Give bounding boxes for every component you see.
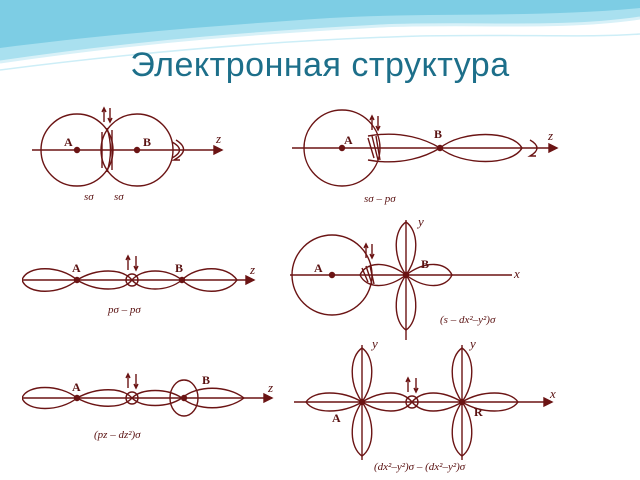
atom-label-a: A — [344, 133, 353, 147]
z-axis-arrowhead — [213, 144, 224, 156]
diagram-d-d-sigma — [294, 345, 554, 460]
s-orbital-a — [303, 109, 381, 187]
nucleus-b — [133, 146, 141, 154]
d-lobe-right — [404, 263, 453, 287]
axis-label-y-b: y — [468, 336, 476, 351]
diagram-caption: (dx²–y²)σ – (dx²–y²)σ — [374, 461, 466, 473]
atom-label-b: B — [175, 261, 183, 275]
atom-label-b: B — [421, 257, 429, 271]
rotation-arrow-icon — [171, 141, 181, 159]
overlap-hatch — [367, 135, 381, 161]
axis-label-y: y — [416, 214, 424, 229]
nucleus-a — [338, 144, 346, 152]
slide-title: Электронная структура — [130, 46, 510, 84]
d-a-lobe-down — [351, 400, 373, 457]
overlap-hatch — [125, 391, 139, 405]
axis-label-z: z — [215, 131, 221, 146]
rotation-arrow-icon — [527, 139, 538, 157]
axis-label-x: x — [549, 386, 556, 401]
atom-label-b: B — [143, 135, 151, 149]
nucleus-a — [328, 271, 336, 279]
z-axis-arrowhead — [245, 274, 256, 286]
overlap-hatch — [405, 395, 419, 409]
diagram-caption: (pz – dz²)σ — [94, 429, 141, 441]
header-wave-decoration — [0, 0, 640, 71]
nucleus-b — [436, 144, 444, 152]
electron-spin-arrows — [101, 106, 113, 124]
axis-label-z: z — [547, 128, 553, 143]
p-lobe-left — [22, 386, 79, 410]
p-lobe-a-left — [22, 268, 79, 292]
rotation-arrow-head — [171, 139, 185, 161]
nucleus-b — [458, 398, 466, 406]
diagram-p-dz2-sigma — [22, 372, 274, 417]
electron-spin-arrows — [405, 376, 419, 394]
atom-label-a: A — [332, 411, 341, 425]
diagram-s-dx2y2-sigma — [290, 220, 512, 340]
axis-label-z: z — [249, 262, 255, 277]
axis-label-x: x — [513, 266, 520, 281]
diagram-s-p-sigma — [292, 109, 559, 187]
caption-s-sigma-b: sσ — [114, 191, 124, 203]
electron-spin-arrows — [369, 114, 381, 132]
diagram-p-p-sigma — [22, 254, 256, 292]
overlap-hatch — [361, 265, 375, 285]
z-axis-arrowhead — [263, 392, 274, 404]
d-lobe-up — [395, 221, 417, 277]
d-a-lobe-left — [305, 392, 364, 412]
atom-label-b: B — [202, 373, 210, 387]
atom-label-a: A — [72, 261, 81, 275]
axis-label-z: z — [267, 380, 273, 395]
atom-label-b: R — [474, 405, 483, 419]
orbital-diagrams-panel: A B z sσ sσ A B z sσ – pσ A B z pσ – pσ … — [22, 100, 566, 480]
nucleus-b — [402, 271, 410, 279]
electron-spin-arrows — [363, 242, 375, 260]
s-orbital-a — [40, 113, 114, 187]
electron-spin-arrows — [125, 372, 139, 390]
axis-label-y-a: y — [370, 336, 378, 351]
d-b-lobe-right — [460, 392, 519, 412]
atom-label-a: A — [314, 261, 323, 275]
dz2-torus-ring — [169, 379, 199, 417]
p-lobe-b-right — [181, 268, 238, 292]
nucleus-b — [178, 276, 186, 284]
atom-label-a: A — [64, 135, 73, 149]
z-axis-arrowhead — [548, 142, 559, 154]
p-lobe-right — [438, 133, 523, 163]
nucleus-a — [73, 276, 81, 284]
d-lobe-left — [359, 263, 408, 287]
electron-spin-arrows — [125, 254, 139, 272]
atom-label-a: A — [72, 380, 81, 394]
overlap-hatch — [101, 127, 113, 173]
d-b-lobe-down — [451, 400, 473, 457]
dz2-lobe-right — [180, 387, 246, 409]
nucleus-b — [180, 394, 188, 402]
diagram-caption: sσ – pσ — [364, 193, 396, 205]
nucleus-a — [73, 146, 81, 154]
atom-label-b: B — [434, 127, 442, 141]
s-orbital-b — [100, 113, 174, 187]
diagram-s-s-sigma — [32, 106, 224, 187]
d-b-lobe-up — [451, 347, 473, 404]
orbital-diagrams-svg: A B z sσ sσ A B z sσ – pσ A B z pσ – pσ … — [22, 106, 559, 473]
nucleus-a — [73, 394, 81, 402]
d-b-lobe-left — [411, 392, 464, 412]
diagram-caption: pσ – pσ — [107, 304, 141, 316]
diagram-caption: (s – dx²–y²)σ — [440, 314, 496, 326]
x-axis-arrowhead — [543, 396, 554, 408]
d-a-lobe-up — [351, 347, 373, 404]
nucleus-a — [358, 398, 366, 406]
caption-s-sigma-a: sσ — [84, 191, 94, 203]
overlap-hatch — [125, 273, 139, 287]
d-lobe-down — [395, 273, 417, 331]
